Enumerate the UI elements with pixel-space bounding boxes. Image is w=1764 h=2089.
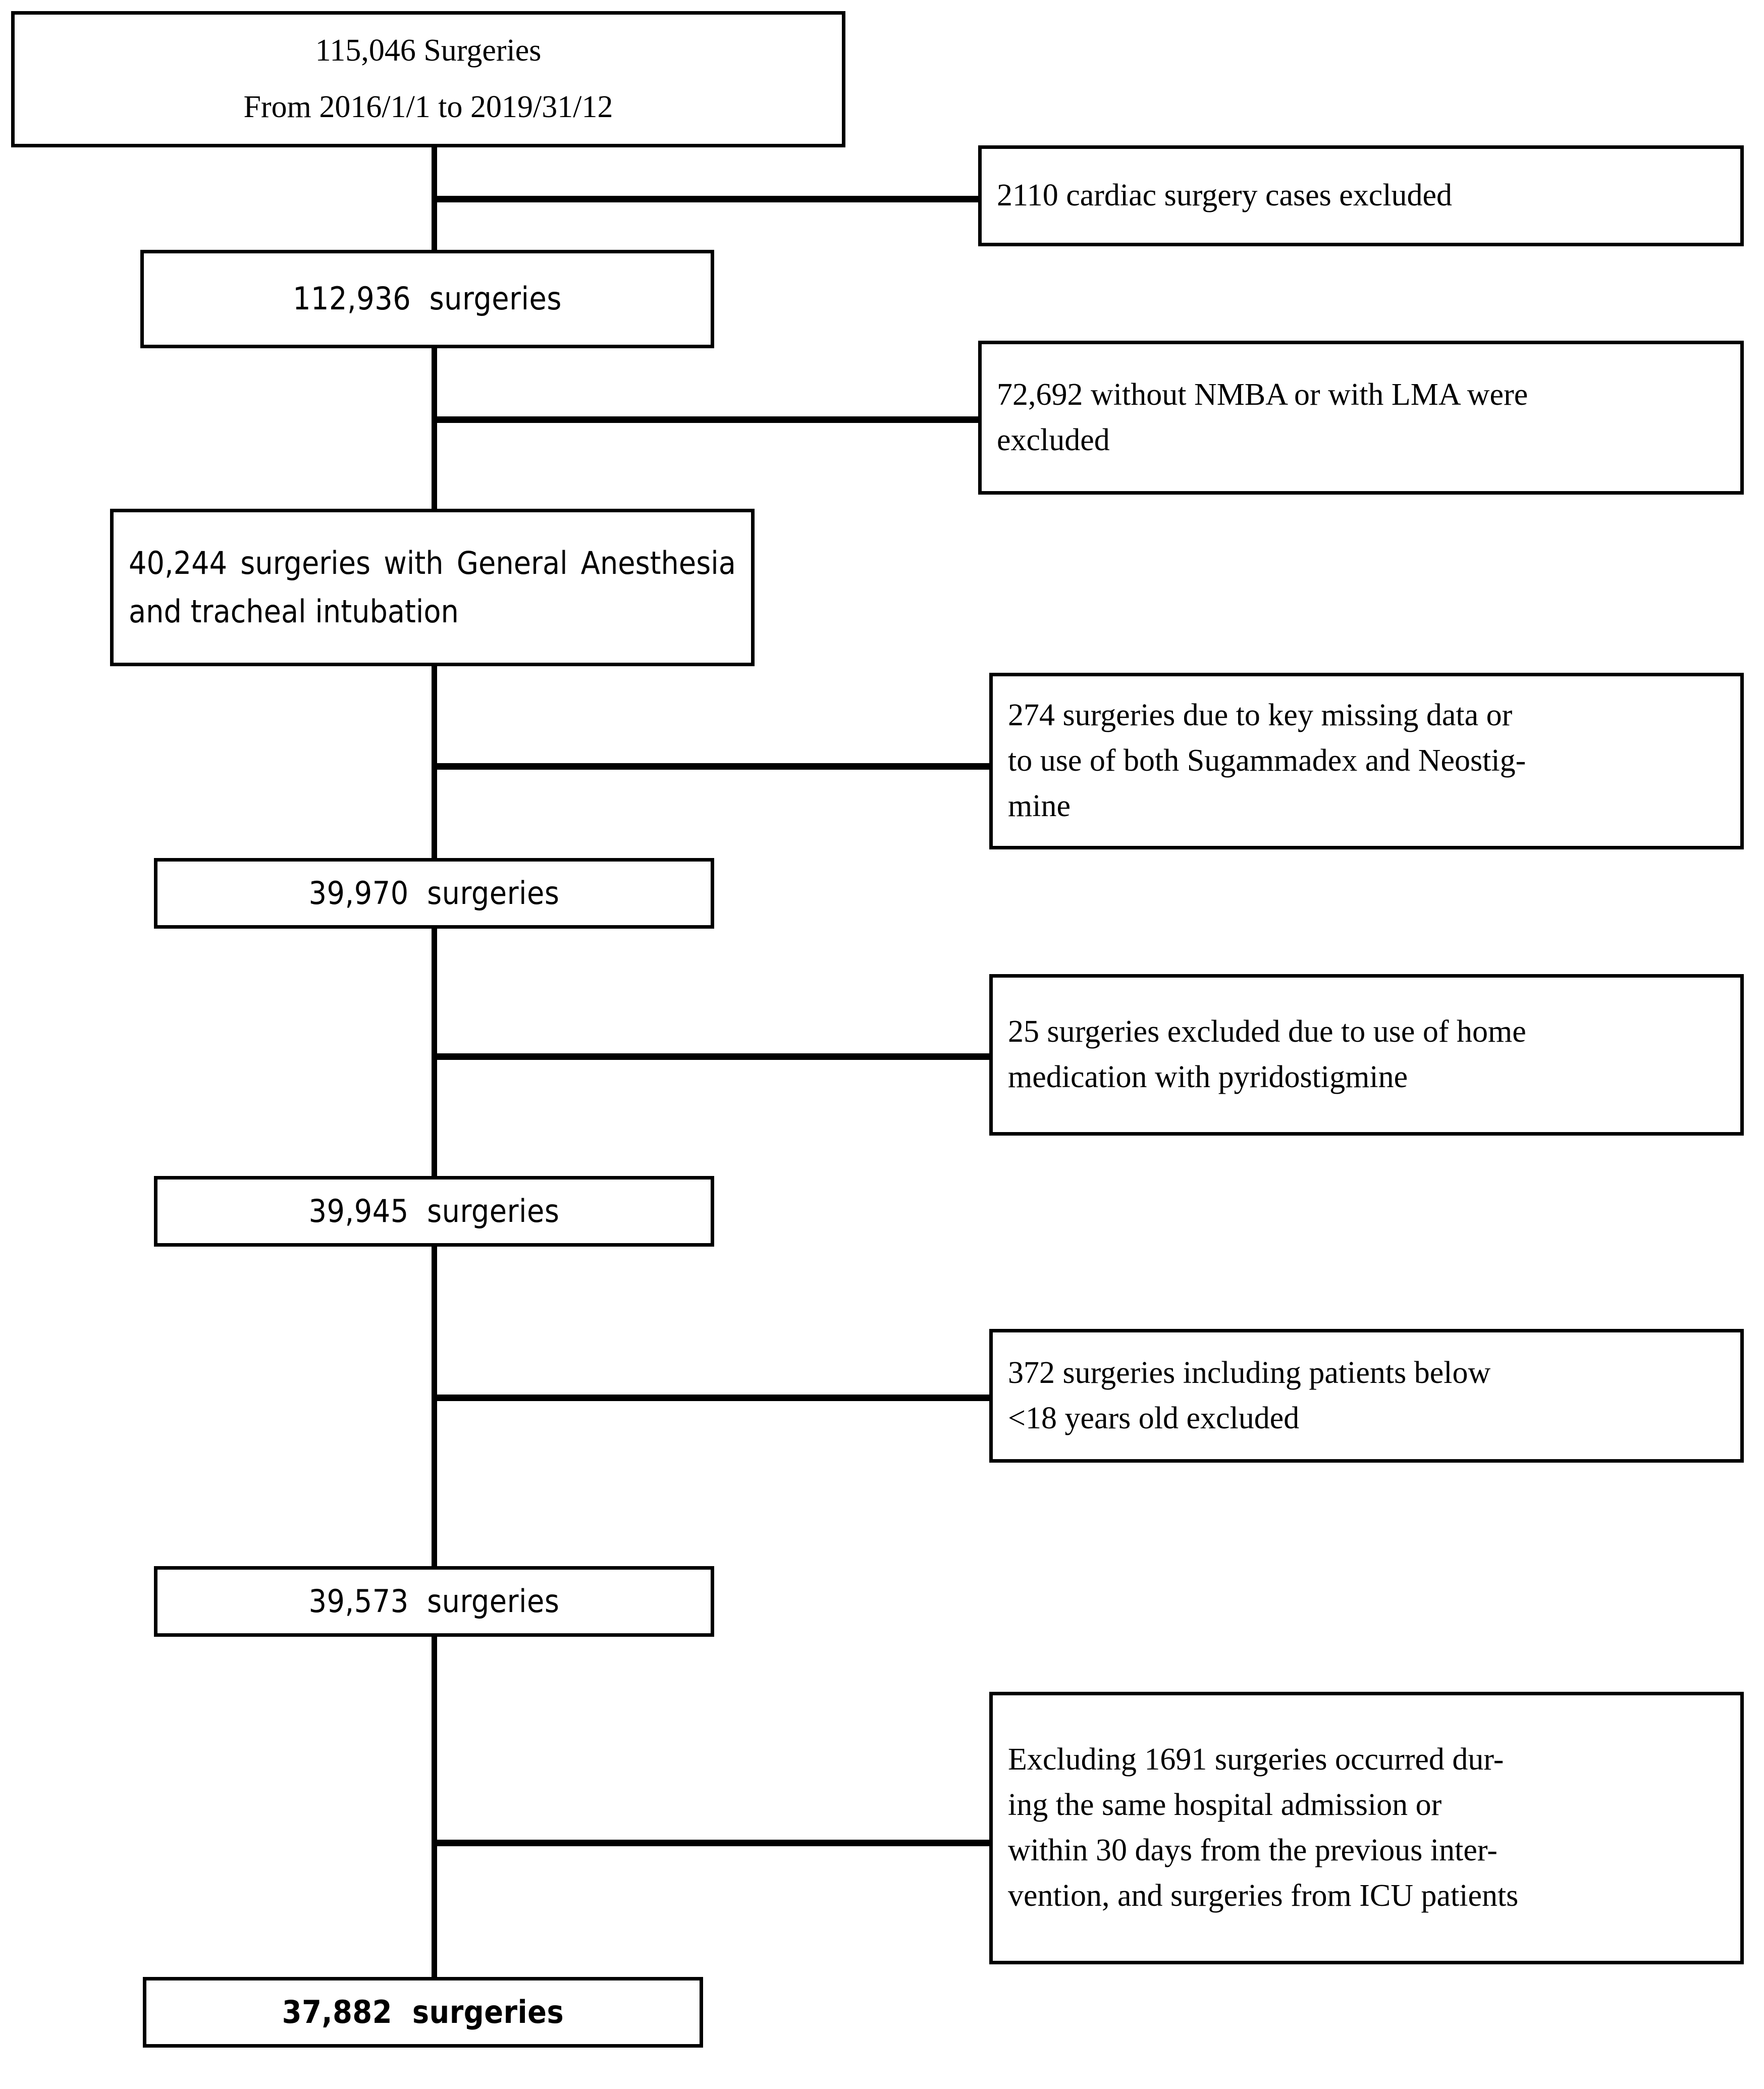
connector-branch-e3 bbox=[432, 763, 992, 770]
exclusion-readmission-line1: Excluding 1691 surgeries occurred dur- bbox=[1008, 1742, 1504, 1777]
cohort-box-final-37882: 37,882 surgeries bbox=[143, 1977, 703, 2048]
exclusion-readmission-line2: ing the same hospital admission or bbox=[1008, 1788, 1442, 1823]
cohort-box-39945: 39,945 surgeries bbox=[154, 1176, 714, 1247]
cohort-39970-label: 39,970 surgeries bbox=[308, 874, 560, 912]
exclusion-pyrido-line2: medication with pyridostigmine bbox=[1008, 1060, 1408, 1094]
exclusion-box-readmission-icu: Excluding 1691 surgeries occurred dur- i… bbox=[989, 1692, 1744, 1964]
cohort-39945-label: 39,945 surgeries bbox=[308, 1192, 560, 1229]
exclusion-nmba-line2: excluded bbox=[997, 422, 1110, 457]
exclusion-nmba-line1: 72,692 without NMBA or with LMA were bbox=[997, 377, 1528, 412]
connector-n3-n4 bbox=[432, 665, 437, 860]
connector-n2-n3 bbox=[432, 347, 437, 511]
exclusion-box-cardiac: 2110 cardiac surgery cases excluded bbox=[978, 145, 1744, 246]
cohort-112936-label: 112,936 surgeries bbox=[293, 280, 562, 317]
connector-branch-e4 bbox=[432, 1053, 992, 1060]
exclusion-box-nmba-lma: 72,692 without NMBA or with LMA were exc… bbox=[978, 341, 1744, 495]
connector-n5-n6 bbox=[432, 1245, 437, 1568]
cohort-40244-label: 40,244 surgeries with General Anesthesia… bbox=[129, 544, 736, 630]
cohort-box-total: 115,046 Surgeries From 2016/1/1 to 2019/… bbox=[11, 11, 845, 147]
exclusion-box-missing-data: 274 surgeries due to key missing data or… bbox=[989, 673, 1744, 849]
cohort-total-date-range: From 2016/1/1 to 2019/31/12 bbox=[243, 90, 613, 124]
exclusion-box-pyridostigmine: 25 surgeries excluded due to use of home… bbox=[989, 974, 1744, 1136]
exclusion-missing-line1: 274 surgeries due to key missing data or bbox=[1008, 698, 1513, 733]
cohort-box-40244: 40,244 surgeries with General Anesthesia… bbox=[110, 509, 755, 666]
exclusion-box-under-18: 372 surgeries including patients below <… bbox=[989, 1329, 1744, 1463]
exclusion-pyrido-line1: 25 surgeries excluded due to use of home bbox=[1008, 1014, 1526, 1049]
exclusion-readmission-line3: within 30 days from the previous inter- bbox=[1008, 1833, 1498, 1867]
cohort-total-line1: 115,046 Surgeries bbox=[315, 33, 542, 68]
connector-branch-e1 bbox=[432, 196, 979, 202]
connector-n6-n7 bbox=[432, 1635, 437, 1978]
exclusion-missing-line3: mine bbox=[1008, 788, 1071, 823]
exclusion-under18-line1: 372 surgeries including patients below bbox=[1008, 1355, 1491, 1390]
exclusion-cardiac-text: 2110 cardiac surgery cases excluded bbox=[997, 178, 1453, 213]
cohort-final-label: 37,882 surgeries bbox=[282, 1993, 564, 2030]
cohort-box-39970: 39,970 surgeries bbox=[154, 858, 714, 929]
cohort-box-112936: 112,936 surgeries bbox=[140, 250, 714, 348]
cohort-box-39573: 39,573 surgeries bbox=[154, 1566, 714, 1637]
connector-branch-e2 bbox=[432, 416, 979, 423]
connector-branch-e6 bbox=[432, 1840, 992, 1846]
cohort-39573-label: 39,573 surgeries bbox=[308, 1582, 560, 1620]
exclusion-under18-line2: <18 years old excluded bbox=[1008, 1401, 1300, 1435]
connector-branch-e5 bbox=[432, 1395, 992, 1401]
exclusion-missing-line2: to use of both Sugammadex and Neostig- bbox=[1008, 743, 1526, 778]
connector-n4-n5 bbox=[432, 928, 437, 1177]
exclusion-readmission-line4: vention, and surgeries from ICU patients bbox=[1008, 1878, 1519, 1913]
